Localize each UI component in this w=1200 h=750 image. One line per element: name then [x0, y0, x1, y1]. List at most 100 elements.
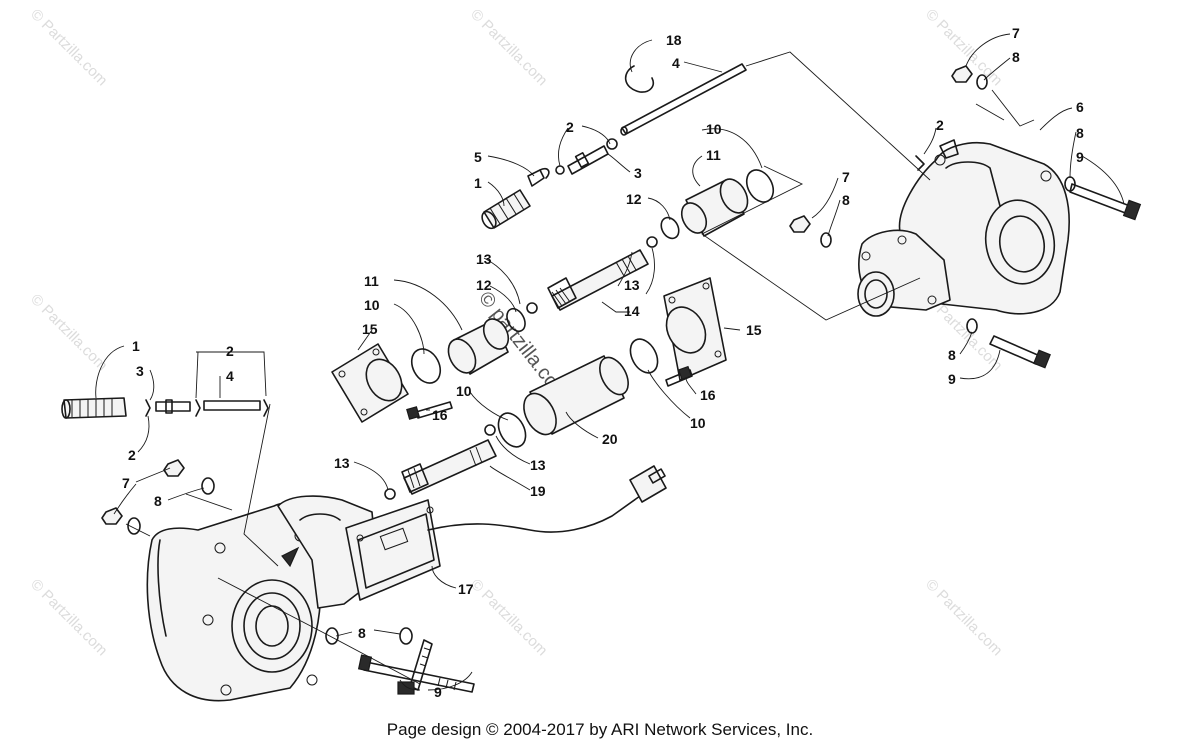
- clip-2-c: [263, 399, 269, 417]
- watermark: © Partzilla.com: [467, 576, 550, 659]
- washer-8-rear-mid: [820, 232, 832, 248]
- callout-2-top: 2: [566, 119, 574, 135]
- watermark: © Partzilla.com: [27, 291, 110, 374]
- pin-shaft-top: [555, 138, 618, 175]
- boot-11-left: [447, 318, 510, 375]
- boot-1-left: [61, 397, 127, 419]
- ring-12-top: [660, 216, 680, 240]
- watermark: © Partzilla.com: [27, 576, 110, 659]
- callout-5: 5: [474, 149, 482, 165]
- callout-8-rear-lower: 8: [948, 347, 956, 363]
- callout-7-rear-mid: 7: [842, 169, 850, 185]
- washer-8-rear-top: [976, 74, 988, 90]
- bolt-16-left: [406, 401, 453, 420]
- washer-8-lower-b: [399, 627, 413, 645]
- callout-1-left: 1: [132, 338, 140, 354]
- callout-17: 17: [458, 581, 474, 597]
- callout-13-mid: 13: [624, 277, 640, 293]
- callout-3-left: 3: [136, 363, 144, 379]
- callouts: 18 4 2 3 5 1 10 11 12 13 12 13 14 11 10 …: [122, 25, 1084, 700]
- clip-2-b: [195, 399, 201, 417]
- callout-8-rear-upper: 8: [1076, 125, 1084, 141]
- clamp-ring-10-right: [629, 338, 659, 374]
- callout-10-right: 10: [690, 415, 706, 431]
- boot-20: [523, 355, 629, 436]
- callout-7-rear-top: 7: [1012, 25, 1020, 41]
- bolt-16-right: [665, 365, 693, 387]
- callout-9-rear-lower: 9: [948, 371, 956, 387]
- vent-fitting-rear: [939, 139, 959, 159]
- callout-4-top: 4: [672, 55, 680, 71]
- clamp-ring-left: [410, 348, 442, 384]
- callout-10-lower: 10: [456, 383, 472, 399]
- callout-8-left: 8: [154, 493, 162, 509]
- callout-19: 19: [530, 483, 546, 499]
- callout-18: 18: [666, 32, 682, 48]
- callout-20: 20: [602, 431, 618, 447]
- rear-output-housing: [857, 229, 951, 317]
- axle-shaft-top: [620, 63, 747, 136]
- callout-11-left: 11: [364, 273, 379, 289]
- boot-top-right: [680, 178, 749, 237]
- callout-9-rear-upper: 9: [1076, 149, 1084, 165]
- rod-4-left: [203, 400, 261, 411]
- boot-top: [481, 189, 531, 230]
- callout-10-top: 10: [706, 121, 722, 137]
- callout-15-left: 15: [362, 321, 378, 337]
- washer-13-low-a: [384, 488, 396, 500]
- callout-2-left: 2: [226, 343, 234, 359]
- washer-8-left-b: [127, 517, 141, 535]
- washer-13-top: [646, 236, 658, 248]
- callout-13-low-right: 13: [530, 457, 546, 473]
- callout-15-right: 15: [746, 322, 762, 338]
- callout-3-top: 3: [634, 165, 642, 181]
- callout-8-rear-top: 8: [1012, 49, 1020, 65]
- pin-3-left: [155, 399, 191, 414]
- callout-4-left: 4: [226, 368, 234, 384]
- callout-13-low-left: 13: [334, 455, 350, 471]
- shaft-19: [401, 439, 497, 495]
- clip-2-a: [145, 399, 151, 417]
- callout-11-top: 11: [706, 147, 721, 163]
- bolt-9-lower-b: [397, 639, 433, 695]
- washer-8-left-a: [201, 477, 215, 495]
- actuator-17: [345, 499, 441, 601]
- clamp-top: [527, 167, 550, 187]
- callout-16-left: 16: [432, 407, 448, 423]
- bolt-9-rear-lower: [989, 335, 1051, 369]
- clip-2-rear: [915, 155, 925, 171]
- callout-10-left: 10: [364, 297, 380, 313]
- callout-7-left: 7: [122, 475, 130, 491]
- callout-16-right: 16: [700, 387, 716, 403]
- gear-motor-housing: [277, 495, 379, 609]
- callout-13-top: 13: [476, 251, 492, 267]
- callout-1-top: 1: [474, 175, 482, 191]
- washer-13-mid: [526, 302, 538, 314]
- callout-leaders: [95, 33, 1125, 691]
- nut-7-rear-mid: [789, 215, 811, 233]
- callout-8-lower: 8: [358, 625, 366, 641]
- callout-6: 6: [1076, 99, 1084, 115]
- watermark: © Partzilla.com: [922, 576, 1005, 659]
- flange-15-right: [663, 277, 727, 381]
- nut-7-left-b: [101, 507, 123, 525]
- watermark: © Partzilla.com: [27, 6, 110, 89]
- callout-2-rear: 2: [936, 117, 944, 133]
- snap-ring-top: [624, 65, 655, 93]
- footer-copyright: Page design © 2004-2017 by ARI Network S…: [386, 720, 814, 739]
- clamp-ring-10-lower: [497, 412, 527, 448]
- ring-12-mid: [506, 307, 526, 333]
- nut-7-left-a: [163, 459, 185, 477]
- shaft-14: [547, 249, 649, 311]
- washer-8-lower-a: [325, 627, 339, 645]
- bolt-9-rear-upper: [1069, 183, 1142, 221]
- flange-15-left: [331, 343, 409, 423]
- washer-13-low-b: [484, 424, 496, 436]
- callout-8-rear-mid: 8: [842, 192, 850, 208]
- bolt-9-lower-a: [357, 654, 475, 693]
- watermark: © Partzilla.com: [467, 6, 550, 89]
- nut-7-rear-top: [951, 65, 973, 83]
- callout-12-top: 12: [626, 191, 642, 207]
- callout-14: 14: [624, 303, 640, 319]
